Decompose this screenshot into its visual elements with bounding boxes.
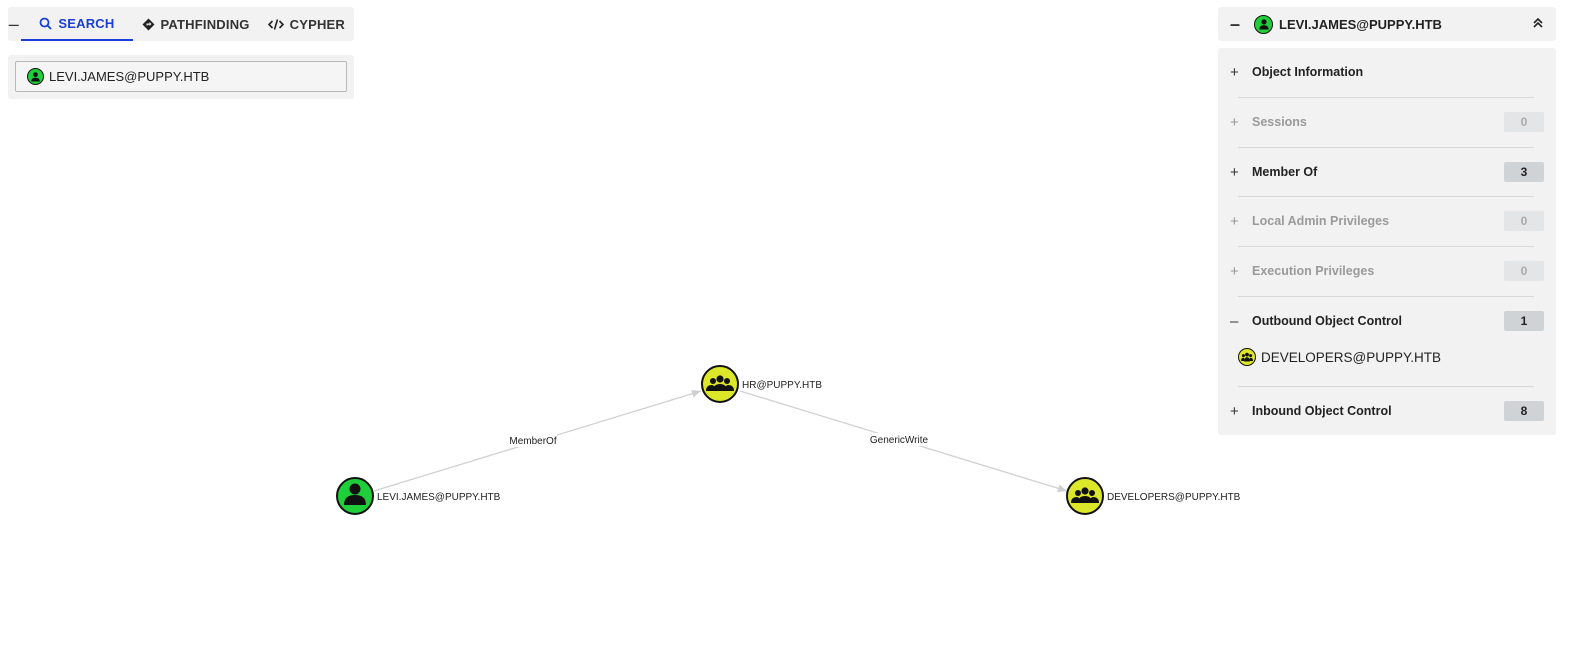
- entity-panel-header: – LEVI.JAMES@PUPPY.HTB: [1218, 7, 1556, 41]
- section-label: Inbound Object Control: [1252, 404, 1392, 418]
- tab-search[interactable]: SEARCH: [21, 7, 133, 41]
- section-sessions[interactable]: + Sessions 0: [1230, 105, 1544, 139]
- search-input[interactable]: LEVI.JAMES@PUPPY.HTB: [15, 61, 347, 92]
- section-label: Local Admin Privileges: [1252, 214, 1390, 228]
- chevron-double-up-icon[interactable]: [1532, 16, 1544, 32]
- collapse-button[interactable]: –: [8, 7, 19, 41]
- minus-icon: –: [1230, 312, 1239, 330]
- divider: [1238, 386, 1534, 387]
- entity-title: LEVI.JAMES@PUPPY.HTB: [1279, 16, 1442, 32]
- divider: [1238, 196, 1534, 197]
- node-label: HR@PUPPY.HTB: [742, 380, 822, 391]
- count-badge: 0: [1504, 112, 1544, 132]
- search-value: LEVI.JAMES@PUPPY.HTB: [49, 69, 210, 84]
- code-icon: [267, 18, 284, 31]
- plus-icon: +: [1230, 163, 1239, 181]
- count-badge: 8: [1504, 401, 1544, 421]
- count-badge: 3: [1504, 162, 1544, 182]
- divider: [1238, 97, 1534, 98]
- search-icon: [39, 17, 53, 30]
- count-badge: 0: [1504, 211, 1544, 231]
- group-icon: [706, 375, 734, 391]
- count-badge: 1: [1504, 311, 1544, 331]
- tab-label: SEARCH: [58, 15, 115, 31]
- search-tabs-bar: – SEARCH PATHFINDING CYPHER: [8, 7, 354, 41]
- section-label: Outbound Object Control: [1252, 314, 1402, 328]
- group-icon: [1238, 348, 1256, 366]
- outbound-item-label: DEVELOPERS@PUPPY.HTB: [1261, 349, 1442, 365]
- node-label: LEVI.JAMES@PUPPY.HTB: [377, 492, 501, 503]
- outbound-item-developers[interactable]: DEVELOPERS@PUPPY.HTB: [1238, 348, 1441, 366]
- user-icon: [1254, 14, 1274, 34]
- node-levi-james[interactable]: LEVI.JAMES@PUPPY.HTB: [336, 477, 501, 515]
- section-execution-privileges[interactable]: + Execution Privileges 0: [1230, 254, 1544, 288]
- section-label: Object Information: [1252, 65, 1364, 79]
- divider: [1238, 296, 1534, 297]
- section-object-information[interactable]: + Object Information: [1230, 55, 1544, 89]
- plus-icon: +: [1230, 113, 1239, 131]
- section-outbound-object-control[interactable]: – Outbound Object Control 1: [1230, 304, 1544, 338]
- section-label: Sessions: [1252, 115, 1307, 129]
- section-label: Member Of: [1252, 165, 1318, 179]
- diamond-arrow-icon: [142, 18, 155, 31]
- user-icon: [344, 483, 366, 505]
- tab-label: CYPHER: [289, 16, 345, 32]
- count-badge: 0: [1504, 261, 1544, 281]
- section-label: Execution Privileges: [1252, 264, 1375, 278]
- section-member-of[interactable]: + Member Of 3: [1230, 155, 1544, 189]
- plus-icon: +: [1230, 402, 1239, 420]
- edge-label-genericwrite: GenericWrite: [870, 435, 929, 446]
- group-icon: [1071, 487, 1099, 503]
- collapse-entity-button[interactable]: –: [1230, 13, 1241, 34]
- plus-icon: +: [1230, 262, 1239, 280]
- plus-icon: +: [1230, 212, 1239, 230]
- node-hr[interactable]: HR@PUPPY.HTB: [701, 365, 822, 403]
- tab-cypher[interactable]: CYPHER: [259, 7, 354, 41]
- search-box-container: LEVI.JAMES@PUPPY.HTB: [8, 55, 354, 99]
- user-icon: [27, 68, 44, 85]
- plus-icon: +: [1230, 63, 1239, 81]
- section-inbound-object-control[interactable]: + Inbound Object Control 8: [1230, 394, 1544, 428]
- section-local-admin-privileges[interactable]: + Local Admin Privileges 0: [1230, 204, 1544, 238]
- divider: [1238, 147, 1534, 148]
- node-developers[interactable]: DEVELOPERS@PUPPY.HTB: [1066, 477, 1241, 515]
- divider: [1238, 246, 1534, 247]
- tab-pathfinding[interactable]: PATHFINDING: [133, 7, 259, 41]
- tab-label: PATHFINDING: [160, 16, 250, 32]
- minus-icon: –: [8, 13, 19, 34]
- node-label: DEVELOPERS@PUPPY.HTB: [1107, 492, 1241, 503]
- entity-panel-body: + Object Information + Sessions 0 + Memb…: [1218, 48, 1556, 435]
- edge-label-memberof: MemberOf: [509, 436, 556, 447]
